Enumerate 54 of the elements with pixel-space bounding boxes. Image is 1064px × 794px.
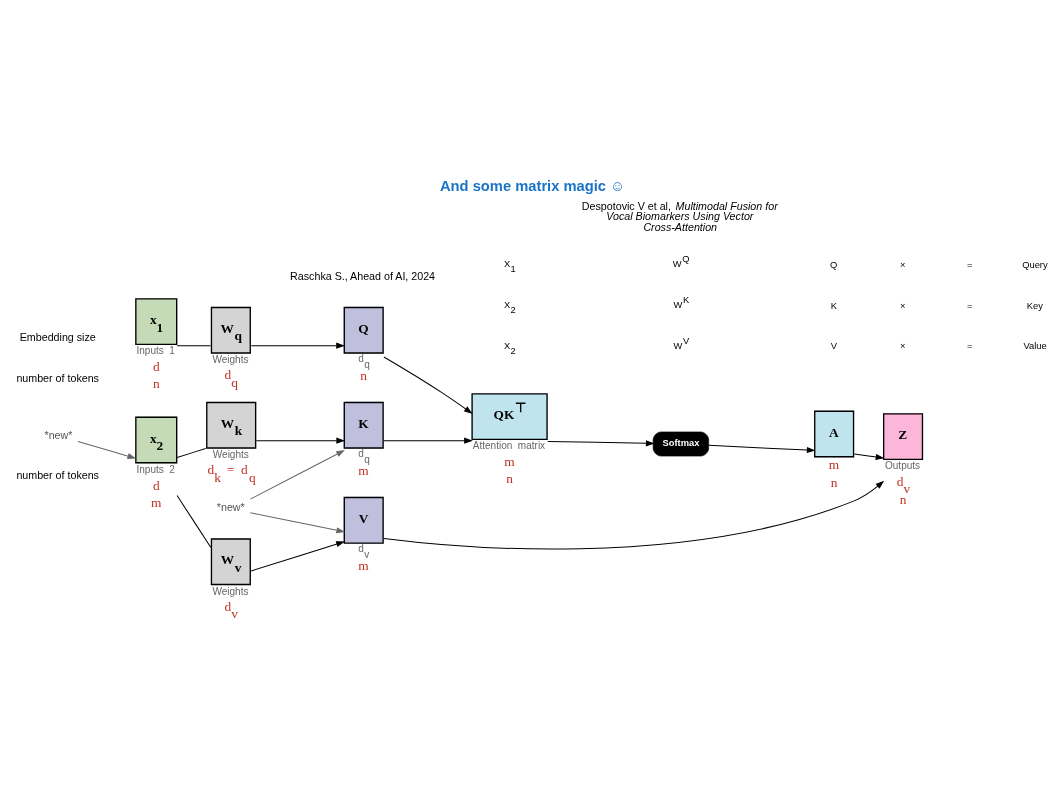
node-label: Weights — [212, 449, 249, 461]
arrow — [250, 342, 344, 349]
node-box: Softmax — [652, 431, 709, 457]
node-text: *new* — [216, 501, 245, 514]
label: K — [830, 300, 838, 311]
label: Value — [1023, 341, 1047, 352]
label: Q — [830, 259, 838, 270]
connector — [176, 345, 212, 347]
node-label: Outputs — [884, 460, 921, 472]
label: Query — [1022, 259, 1048, 270]
label: × — [900, 259, 906, 270]
node-label: Weights — [212, 585, 249, 597]
label: Raschka S., Ahead of AI, 2024 — [290, 269, 436, 282]
arrow — [249, 450, 345, 500]
arrow — [255, 437, 345, 444]
node-label: n — [152, 376, 160, 392]
label: V — [830, 341, 838, 352]
node-label: n — [899, 491, 907, 507]
arrow — [708, 444, 815, 453]
arrow — [853, 453, 884, 460]
label: Key — [1026, 300, 1043, 311]
connector — [176, 495, 212, 548]
node-text: *new* — [44, 428, 73, 441]
arrow — [547, 440, 654, 447]
node-label: d — [152, 359, 160, 375]
node-label: m — [504, 454, 515, 470]
label: = — [966, 341, 973, 352]
arrow — [383, 481, 884, 550]
label: = — [966, 300, 973, 311]
node-label: d — [152, 477, 160, 493]
arrow — [249, 512, 345, 534]
arrow — [250, 541, 344, 572]
node-label: Weights — [212, 354, 249, 366]
arrow — [383, 356, 472, 414]
label: number of tokens — [16, 469, 99, 482]
connector — [176, 448, 207, 459]
node-label: Inputs 1 — [136, 345, 175, 357]
node-label: n — [506, 471, 513, 487]
node-label: m — [828, 457, 840, 473]
label: Embedding size — [19, 331, 96, 344]
label: Despotovic V et al, Multimodal Fusion for Vocal Biomarkers Using Vector Cross-Attention — [581, 199, 778, 234]
label: number of tokens — [16, 372, 99, 385]
node-label: Attention matrix — [472, 440, 546, 452]
node-label: n — [830, 474, 838, 490]
arrow — [383, 437, 472, 444]
label: × — [900, 341, 906, 352]
label: × — [900, 300, 906, 311]
label: = — [966, 259, 973, 270]
node-label: Inputs 2 — [136, 463, 175, 475]
diagram-title: And some matrix magic ☺ — [439, 178, 626, 195]
node-label: m — [150, 494, 162, 510]
node-label: n — [360, 367, 368, 383]
node-label: m — [358, 557, 369, 573]
arrow — [77, 440, 136, 459]
